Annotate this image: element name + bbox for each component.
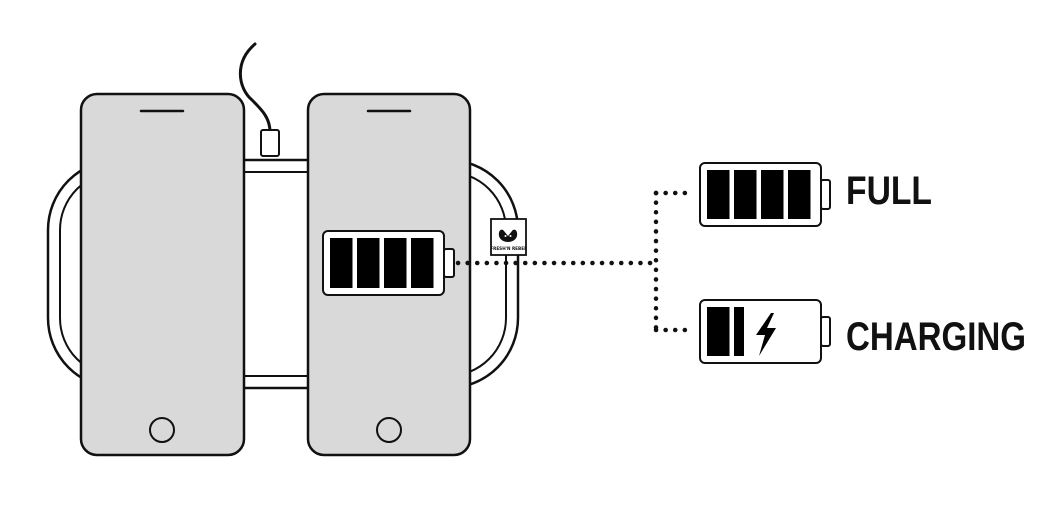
battery-full-icon — [699, 162, 831, 227]
battery-segment — [761, 170, 784, 219]
battery-segment — [734, 307, 744, 356]
home-button — [149, 417, 175, 443]
phone-battery-indicator — [322, 230, 455, 296]
battery-segment — [411, 238, 434, 288]
battery-segment — [707, 307, 730, 356]
charging-label: CHARGING — [846, 315, 1026, 359]
battery-segment — [707, 170, 730, 219]
charging-cable — [238, 42, 280, 157]
battery-segment — [788, 170, 811, 219]
legend-charging: CHARGING — [699, 299, 1026, 364]
battery-segment — [330, 238, 353, 288]
brand-tag: FRESH'N REBEL — [490, 218, 527, 256]
legend-full: FULL — [699, 162, 932, 227]
brand-text: FRESH'N REBEL — [490, 246, 527, 251]
dotted-connector — [455, 190, 695, 333]
rebel-logo-icon — [498, 229, 518, 242]
phone-left — [79, 92, 246, 457]
battery-segment — [384, 238, 407, 288]
battery-segment — [357, 238, 380, 288]
lightning-bolt-icon — [756, 313, 776, 356]
battery-segment — [734, 170, 757, 219]
full-label: FULL — [846, 169, 932, 213]
battery-charging-icon — [699, 299, 831, 364]
home-button — [376, 417, 402, 443]
